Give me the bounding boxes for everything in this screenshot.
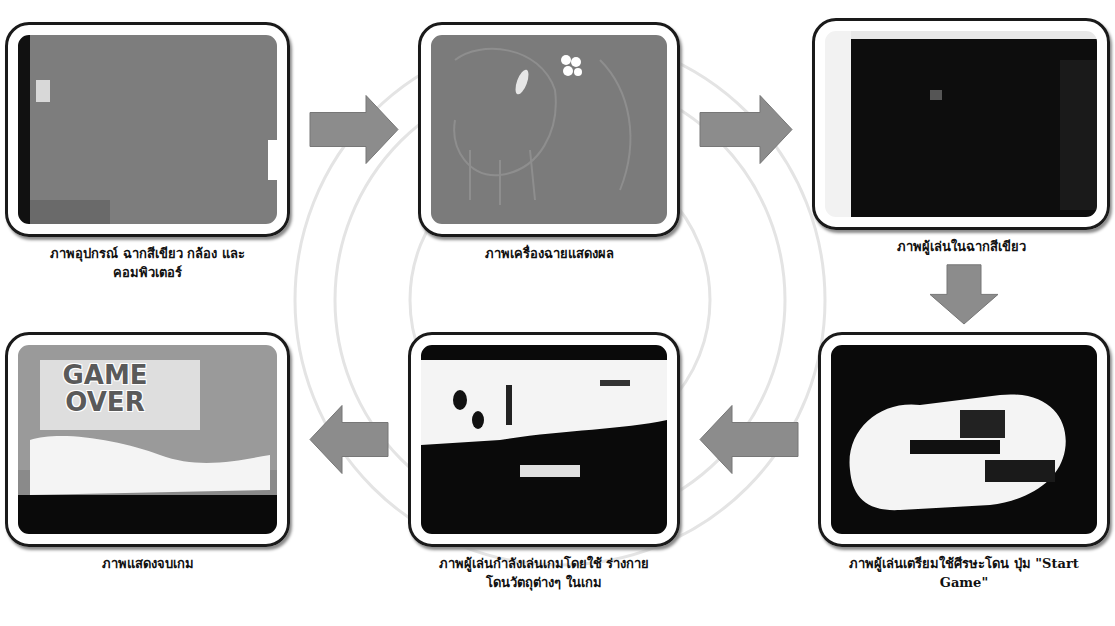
step-caption: ภาพผู้เล่นเตรียมใช้ศีรษะโดน ปุ่ม "Start …	[849, 555, 1079, 593]
screen-text: GAME OVER	[30, 362, 180, 417]
photo-frame	[818, 332, 1110, 547]
screenshot-step: ภาพอุปกรณ์ ฉากสีเขียว กล้อง และคอมพิวเตอ…	[5, 22, 290, 283]
screenshot-step: ภาพเครื่องฉายแสดงผล	[418, 22, 680, 264]
block-arrow	[310, 96, 398, 164]
step-caption: ภาพผู้เล่นกำลังเล่นเกมโดยใช้ ร่างกายโดนว…	[429, 555, 659, 593]
photo-frame	[5, 22, 290, 237]
block-arrow	[310, 406, 388, 474]
step-caption: ภาพแสดงจบเกม	[38, 555, 258, 574]
screenshot-step: ภาพผู้เล่นในฉากสีเขียว	[812, 18, 1110, 257]
screenshot-step: ภาพผู้เล่นกำลังเล่นเกมโดยใช้ ร่างกายโดนว…	[408, 332, 680, 593]
screenshot-step: ภาพผู้เล่นเตรียมใช้ศีรษะโดน ปุ่ม "Start …	[818, 332, 1110, 593]
photo-frame	[812, 18, 1110, 230]
step-caption: ภาพผู้เล่นในฉากสีเขียว	[831, 238, 1091, 257]
step-caption: ภาพเครื่องฉายแสดงผล	[429, 245, 669, 264]
block-arrow	[930, 265, 998, 324]
photo-frame	[408, 332, 680, 547]
step-caption: ภาพอุปกรณ์ ฉากสีเขียว กล้อง และคอมพิวเตอ…	[48, 245, 248, 283]
photo-frame	[418, 22, 680, 237]
block-arrow	[700, 406, 798, 474]
block-arrow	[700, 96, 792, 164]
